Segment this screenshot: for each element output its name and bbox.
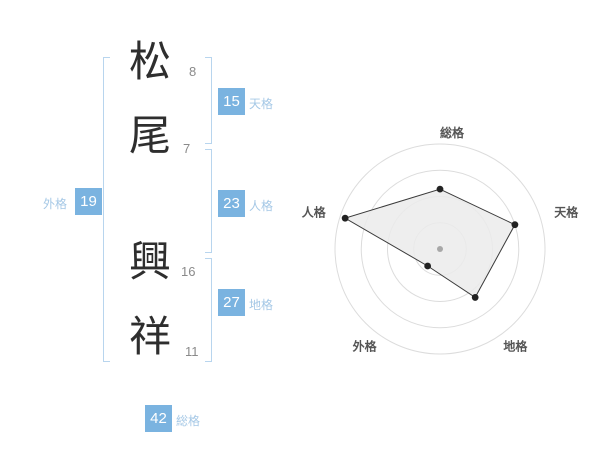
chikaku-label: 地格 — [249, 298, 274, 312]
tenkaku-bracket — [205, 57, 212, 144]
stroke-count-3: 16 — [181, 264, 196, 279]
name-char-4: 祥 — [129, 313, 172, 360]
soukaku-value-badge: 42 — [145, 405, 172, 432]
tenkaku-value-badge: 15 — [218, 88, 245, 115]
gaikaku-value-badge: 19 — [75, 188, 102, 215]
name-char-2: 尾 — [129, 112, 172, 159]
gaikaku-label: 外格 — [43, 197, 68, 211]
radar-axis-label: 外格 — [353, 338, 378, 353]
radar-axis-label: 地格 — [503, 338, 528, 353]
soukaku-label: 総格 — [176, 414, 201, 428]
chikaku-bracket — [205, 258, 212, 362]
stroke-count-2: 7 — [183, 141, 191, 156]
stroke-count-4: 11 — [185, 344, 199, 359]
jinkaku-label: 人格 — [249, 199, 274, 213]
radar-axis-label: 総格 — [440, 125, 465, 140]
gaikaku-bracket — [103, 57, 110, 362]
name-char-3: 興 — [129, 238, 172, 285]
stroke-count-1: 8 — [189, 64, 197, 79]
tenkaku-label: 天格 — [249, 97, 274, 111]
radar-axis-label: 天格 — [554, 205, 579, 220]
jinkaku-value-badge: 23 — [218, 190, 245, 217]
jinkaku-bracket — [205, 149, 212, 253]
name-char-1: 松 — [129, 38, 172, 85]
chikaku-value-badge: 27 — [218, 289, 245, 316]
radar-axis-label: 人格 — [302, 205, 327, 220]
